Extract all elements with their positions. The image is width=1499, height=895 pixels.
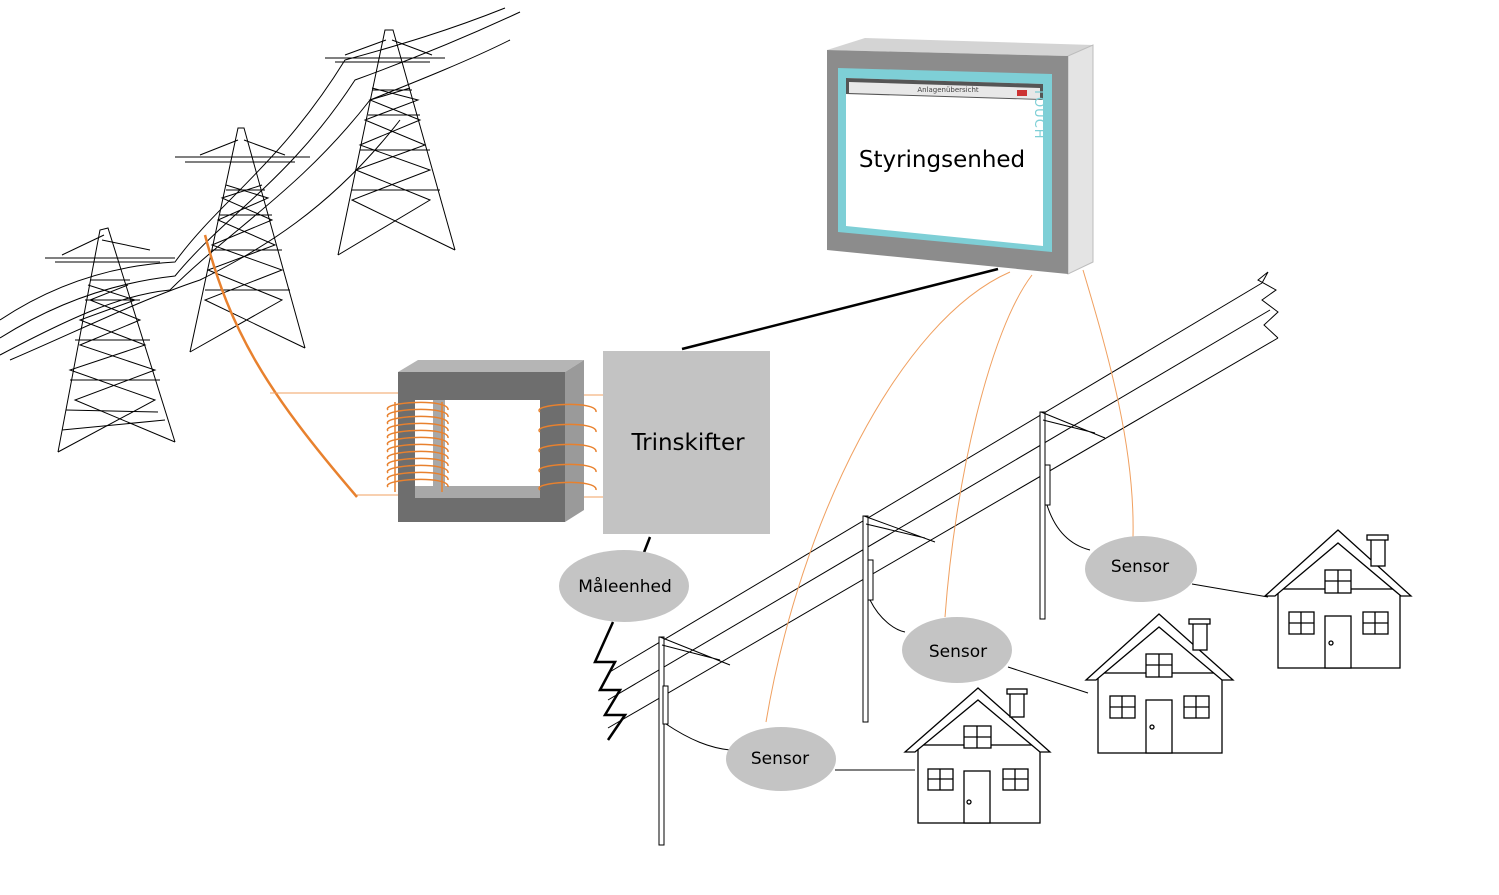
sensor-ellipse <box>1085 536 1197 602</box>
pylon-icon <box>175 127 310 353</box>
lv-distribution-line <box>607 271 1279 729</box>
panel-screen-title: Anlagenübersicht <box>917 86 979 94</box>
primary-leads <box>270 392 400 496</box>
lv-feed-link <box>593 621 628 741</box>
house-icon <box>903 687 1052 824</box>
measuring-unit-label: Måleenhed <box>578 577 672 597</box>
control-link <box>681 267 999 351</box>
sensor-label: Sensor <box>750 749 810 769</box>
house-icon <box>1084 613 1235 754</box>
measuring-unit-ellipse <box>559 550 689 622</box>
sensor-label: Sensor <box>928 642 988 662</box>
utility-pole-icon <box>862 515 936 723</box>
utility-pole-icon <box>658 636 731 846</box>
sensor-ellipse <box>902 617 1012 683</box>
hv-feed-cable <box>203 234 358 498</box>
pylon-icon <box>325 29 456 256</box>
tap-changer-label: Trinskifter <box>631 430 745 456</box>
utility-pole-icon <box>1039 411 1106 620</box>
transformer-icon <box>387 360 604 522</box>
house-icon <box>1263 529 1413 669</box>
service-drops <box>665 504 1269 771</box>
control-unit-label: Styringsenhed <box>858 147 1026 173</box>
panel-brand-text: TOUCH <box>1031 88 1046 140</box>
sensor-ellipse <box>726 727 836 791</box>
tap-changer-box <box>603 351 770 534</box>
pylon-icon <box>45 227 176 453</box>
sensor-label: Sensor <box>1110 557 1170 577</box>
sensor-cables <box>765 269 1134 723</box>
high-voltage-lines <box>0 7 521 361</box>
control-panel-icon <box>827 38 1094 275</box>
